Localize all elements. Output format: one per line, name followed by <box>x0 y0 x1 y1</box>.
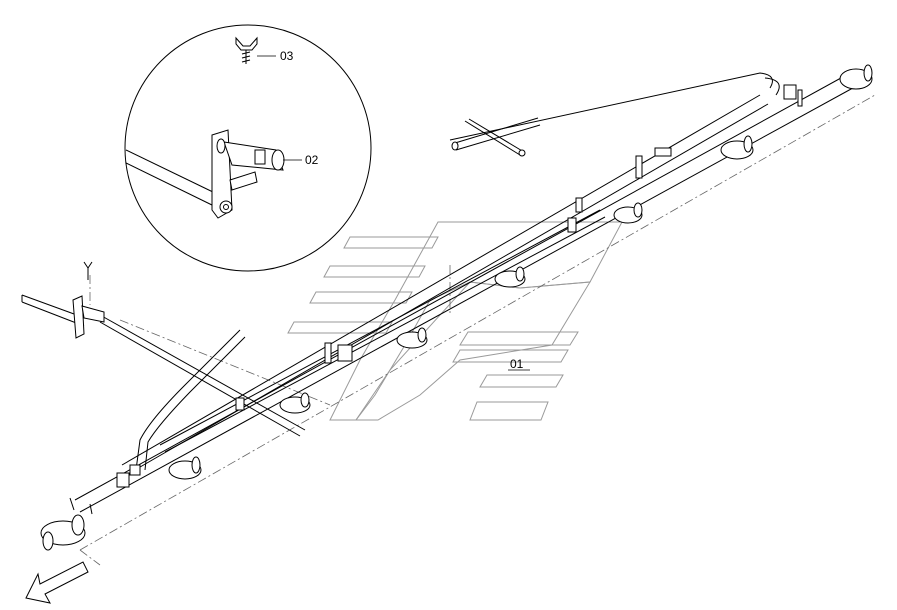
nozzle <box>168 456 202 480</box>
direction-arrow-icon <box>25 561 89 604</box>
nozzle <box>396 327 428 349</box>
nozzle <box>613 202 643 224</box>
nozzle <box>40 514 86 551</box>
nozzle <box>494 266 526 288</box>
nozzle <box>279 392 311 414</box>
watermark-logo-icon <box>287 221 623 421</box>
upper-right-rod <box>451 117 541 157</box>
nozzles <box>40 64 873 551</box>
nozzle <box>720 135 754 160</box>
detail-view <box>124 24 372 272</box>
left-bracket <box>21 261 105 339</box>
callout-label-01: 01 <box>510 357 524 371</box>
clamps <box>116 84 803 488</box>
callout-label-02: 02 <box>305 153 319 167</box>
callout-label-03: 03 <box>280 49 294 63</box>
nozzle <box>839 64 873 90</box>
